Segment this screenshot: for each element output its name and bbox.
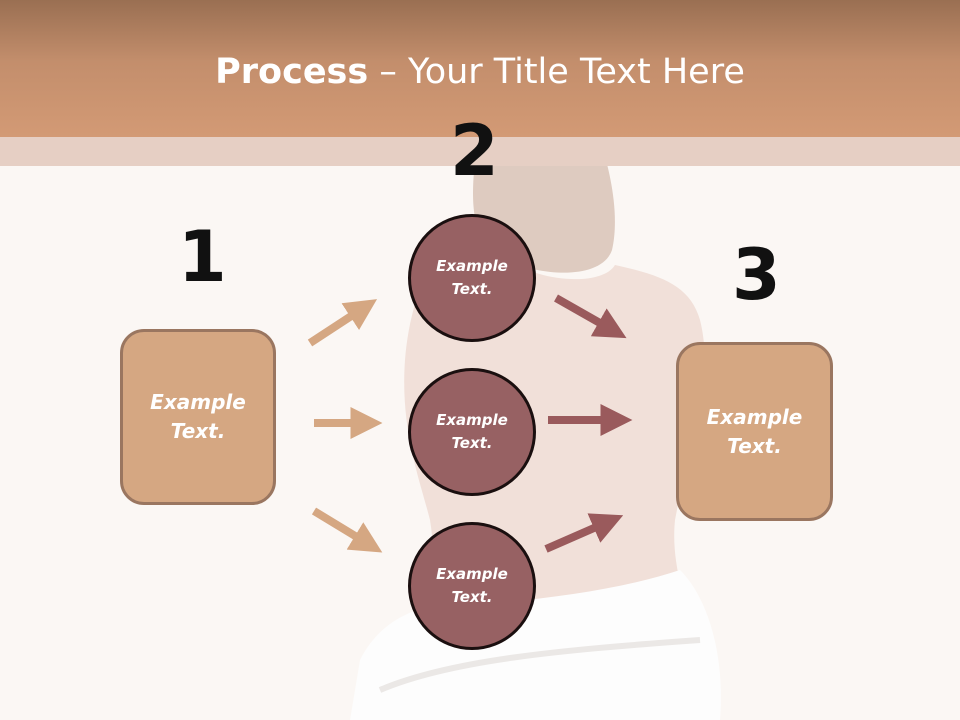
title-bar bbox=[0, 0, 960, 137]
arrow-2a-to-3 bbox=[554, 294, 627, 339]
arrow-1-to-2a bbox=[307, 299, 378, 347]
step-2-circle-1: Example Text. bbox=[408, 214, 536, 342]
title-rest: – Your Title Text Here bbox=[368, 52, 745, 92]
step-2-circle-3: Example Text. bbox=[408, 522, 536, 650]
step-2-circle-1-text: Example Text. bbox=[436, 257, 508, 298]
step-1-box: Example Text. bbox=[120, 329, 276, 505]
arrow-1-to-2c bbox=[311, 507, 383, 553]
slide-title: Process – Your Title Text Here bbox=[0, 52, 960, 92]
step-3-box: Example Text. bbox=[676, 342, 833, 521]
step-1-text: Example Text. bbox=[150, 390, 246, 443]
step-3-number: 3 bbox=[732, 234, 781, 316]
step-2-number: 2 bbox=[450, 110, 499, 192]
arrow-2c-to-3 bbox=[544, 513, 624, 553]
step-3-text: Example Text. bbox=[706, 404, 803, 458]
step-1-number: 1 bbox=[178, 216, 227, 298]
title-band bbox=[0, 137, 960, 166]
title-bold: Process bbox=[215, 52, 369, 92]
step-2-circle-2-text: Example Text. bbox=[436, 411, 508, 452]
step-2-circle-2: Example Text. bbox=[408, 368, 536, 496]
step-2-circle-3-text: Example Text. bbox=[436, 565, 508, 606]
